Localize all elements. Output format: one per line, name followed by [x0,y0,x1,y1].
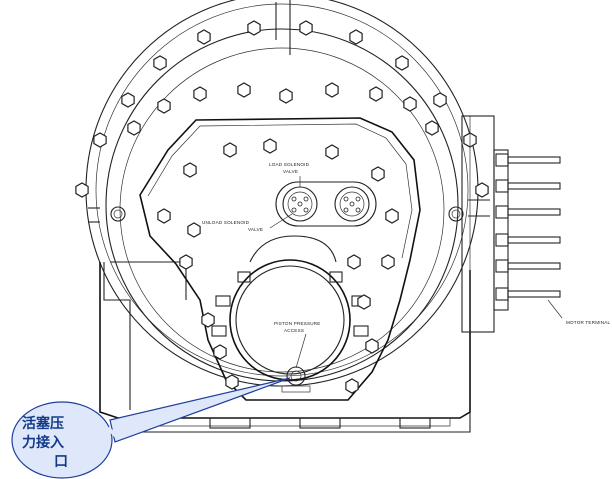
drawing-labels: LOAD SOLENOID VALVE UNLOAD SOLENOID VALV… [202,162,610,333]
motor-terminal-block [461,115,561,333]
terminal-stud-icon [507,208,561,216]
bolt-icon [225,374,239,390]
flange-bolts [75,20,489,394]
bolt-icon [395,55,409,71]
piston-pressure-label-2: ACCESS [284,328,304,333]
bolt-icon [213,344,227,360]
bolt-icon [223,142,237,158]
bolt-icon [403,96,417,112]
bolt-icon [201,312,215,328]
terminal-stud-icon [507,262,561,270]
bolt-icon [157,98,171,114]
terminal-stud-icon [507,156,561,164]
terminal-stud-icon [507,236,561,244]
unload-solenoid-label-1: UNLOAD SOLENOID [202,220,250,225]
callout-text-line-1: 活塞压 [22,415,64,432]
callout-bubble: 活塞压 力接入 口 [11,377,291,479]
bolt-icon [75,182,89,198]
bolt-icon [187,222,201,238]
bolt-icon [263,138,277,154]
bolt-icon [475,182,489,198]
bolt-icon [365,338,379,354]
terminal-nut-icon [495,205,509,219]
bolt-icon [237,82,251,98]
bolt-icon [247,20,261,36]
unload-solenoid-label-2: VALVE [248,227,263,232]
bolt-icon [299,20,313,36]
bolt-icon [121,92,135,108]
terminal-nut-icon [495,287,509,301]
bolt-icon [433,92,447,108]
bolt-icon [345,378,359,394]
terminal-nut-icon [495,179,509,193]
terminal-nut-icon [495,259,509,273]
bolt-icon [127,120,141,136]
bolt-icon [193,86,207,102]
bolt-icon [179,254,193,270]
bolt-icon [279,88,293,104]
terminal-nut-icon [495,153,509,167]
motor-terminal-label: MOTOR TERMINAL [566,320,610,325]
bolt-icon [157,208,171,224]
load-solenoid-label-2: VALVE [283,169,298,174]
bolt-icon [153,55,167,71]
bolt-icon [425,120,439,136]
bolt-icon [197,29,211,45]
bolt-icon [347,254,361,270]
bolt-icon [93,132,107,148]
bolt-icon [183,162,197,178]
piston-pressure-label-1: PISTON PRESSURE [274,321,321,326]
bolt-icon [325,82,339,98]
terminal-stud-icon [507,182,561,190]
bolt-icon [381,254,395,270]
terminal-nut-icon [495,233,509,247]
solenoid-valve-block [275,181,377,227]
callout-text-line-3: 口 [54,454,68,470]
bolt-icon [369,86,383,102]
outer-flange [85,0,479,387]
bolt-icon [357,294,371,310]
terminal-stud-icon [507,290,561,298]
cover-plate [139,117,421,401]
bolt-icon [385,208,399,224]
leader-lines [269,176,563,369]
bolt-icon [325,144,339,160]
piston-access-port [211,235,369,393]
callout-text-line-2: 力接入 [22,434,64,451]
bolt-icon [371,166,385,182]
housing-body [88,199,490,433]
load-solenoid-label-1: LOAD SOLENOID [269,162,310,167]
bolt-icon [349,29,363,45]
